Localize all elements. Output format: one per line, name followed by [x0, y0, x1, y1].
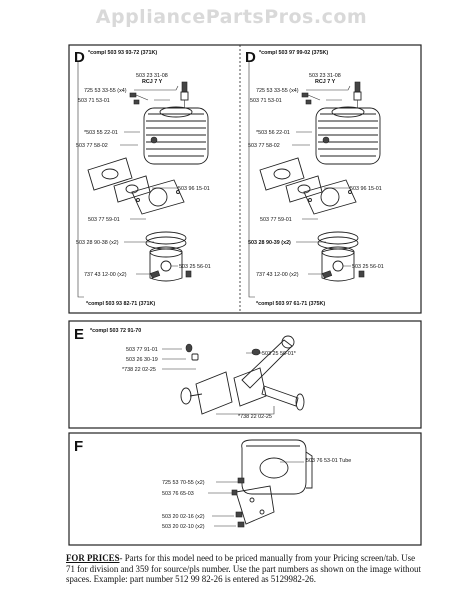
label-bolt-right: 503 71 53-01	[250, 98, 282, 104]
base-gasket-icon	[131, 179, 185, 215]
bolt-icon	[129, 92, 149, 105]
label-f-p4: 503 20 02-16 (x2)	[162, 514, 205, 520]
label-pin-right: 737 43 12-00 (x2)	[256, 272, 299, 278]
section-label-f: F	[74, 438, 83, 455]
label-pin-left: 737 43 12-00 (x2)	[84, 272, 127, 278]
pricing-note: FOR PRICES- Parts for this model need to…	[66, 553, 426, 585]
section-e: E *compl 503 72 91-70 503 77 91-01 503 2…	[74, 326, 305, 420]
bolt-icon	[301, 92, 321, 105]
label-rings-right: 503 28 90-39 (x2)	[248, 240, 291, 246]
label-spark-left: 503 23 31-08	[136, 73, 168, 79]
label-decomp-left: *503 55 22-01	[84, 130, 118, 136]
header-d-left: *compl 503 93 93-72 (371K)	[88, 50, 157, 56]
label-bearing-left: 503 25 56-01	[179, 264, 211, 270]
section-d-right: D *compl 503 97 99-02 (375K) 503 23 31-0…	[245, 49, 384, 307]
footer-d-right: *compl 503 97 61-71 (375K)	[256, 301, 325, 307]
label-rings-left: 503 28 90-38 (x2)	[76, 240, 119, 246]
section-label-e: E	[74, 326, 84, 343]
panel-d	[68, 44, 422, 314]
label-e-p5: *738 22 02-25	[238, 414, 272, 420]
label-plate-left: 503 77 59-01	[88, 217, 120, 223]
intake-gasket-icon	[87, 157, 151, 203]
panel-e	[68, 320, 422, 429]
parts-diagram: D *compl 503 93 93-72 (371K) 503 23 31-0…	[68, 44, 422, 546]
spark-plug-icon	[353, 81, 362, 108]
label-e-p2: 503 26 30-19	[126, 357, 158, 363]
label-basegasket-left: 503 96 15-01	[178, 186, 210, 192]
section-f: F 503 76 53-01 Tube 725 53 70-55 (x2) 50…	[74, 438, 351, 530]
label-stud-left: 725 53 33-55 (x4)	[84, 88, 127, 94]
label-gasket-right: 503 77 58-02	[248, 143, 280, 149]
label-bolt-left: 503 71 53-01	[78, 98, 110, 104]
pricing-note-text: - Parts for this model need to be priced…	[66, 553, 421, 585]
label-e-p1: 503 77 91-01	[126, 347, 158, 353]
section-label-d-left: D	[74, 49, 85, 66]
piston-rings-icon	[317, 231, 359, 250]
section-d-left: D *compl 503 93 93-72 (371K) 503 23 31-0…	[74, 49, 211, 307]
header-d-right: *compl 503 97 99-02 (375K)	[259, 50, 328, 56]
spark-plug-icon	[180, 81, 189, 108]
muffler-bracket-icon	[235, 485, 275, 525]
label-f-p5: 503 20 02-10 (x2)	[162, 524, 205, 530]
screw-icon	[231, 477, 245, 528]
label-spark-right: 503 23 31-08	[309, 73, 341, 79]
piston-icon	[321, 246, 365, 282]
header-e: *compl 503 72 91-70	[90, 328, 141, 334]
piston-icon	[149, 246, 192, 282]
label-f-p1: 503 76 53-01 Tube	[306, 458, 351, 464]
section-label-d-right: D	[245, 49, 256, 66]
cylinder-icon	[143, 106, 209, 165]
label-plate-right: 503 77 59-01	[260, 217, 292, 223]
label-f-p3: 503 76 65-03	[162, 491, 194, 497]
cylinder-icon	[315, 106, 381, 165]
piston-rings-icon	[145, 231, 187, 250]
label-bearing-right: 503 25 56-01	[352, 264, 384, 270]
base-gasket-icon	[303, 179, 357, 215]
panel-f	[68, 432, 422, 546]
label-e-p4: 503 25 56-01*	[262, 351, 297, 357]
label-stud-right: 725 53 33-55 (x4)	[256, 88, 299, 94]
pricing-note-heading: FOR PRICES	[66, 553, 120, 563]
label-basegasket-right: 503 96 15-01	[350, 186, 382, 192]
watermark-logo: AppliancePartsPros.com	[95, 6, 368, 28]
intake-gasket-icon	[259, 157, 323, 203]
footer-d-left: *compl 503 93 82-71 (371K)	[86, 301, 155, 307]
label-e-p3: *738 22 02-25	[122, 367, 156, 373]
label-decomp-right: *503 56 22-01	[256, 130, 290, 136]
muffler-icon	[241, 439, 313, 495]
crankshaft-icon	[180, 335, 305, 415]
label-spark-code-right: RCJ 7 Y	[315, 79, 336, 85]
label-gasket-left: 503 77 58-02	[76, 143, 108, 149]
label-spark-code-left: RCJ 7 Y	[142, 79, 163, 85]
label-f-p2: 725 53 70-55 (x2)	[162, 480, 205, 486]
